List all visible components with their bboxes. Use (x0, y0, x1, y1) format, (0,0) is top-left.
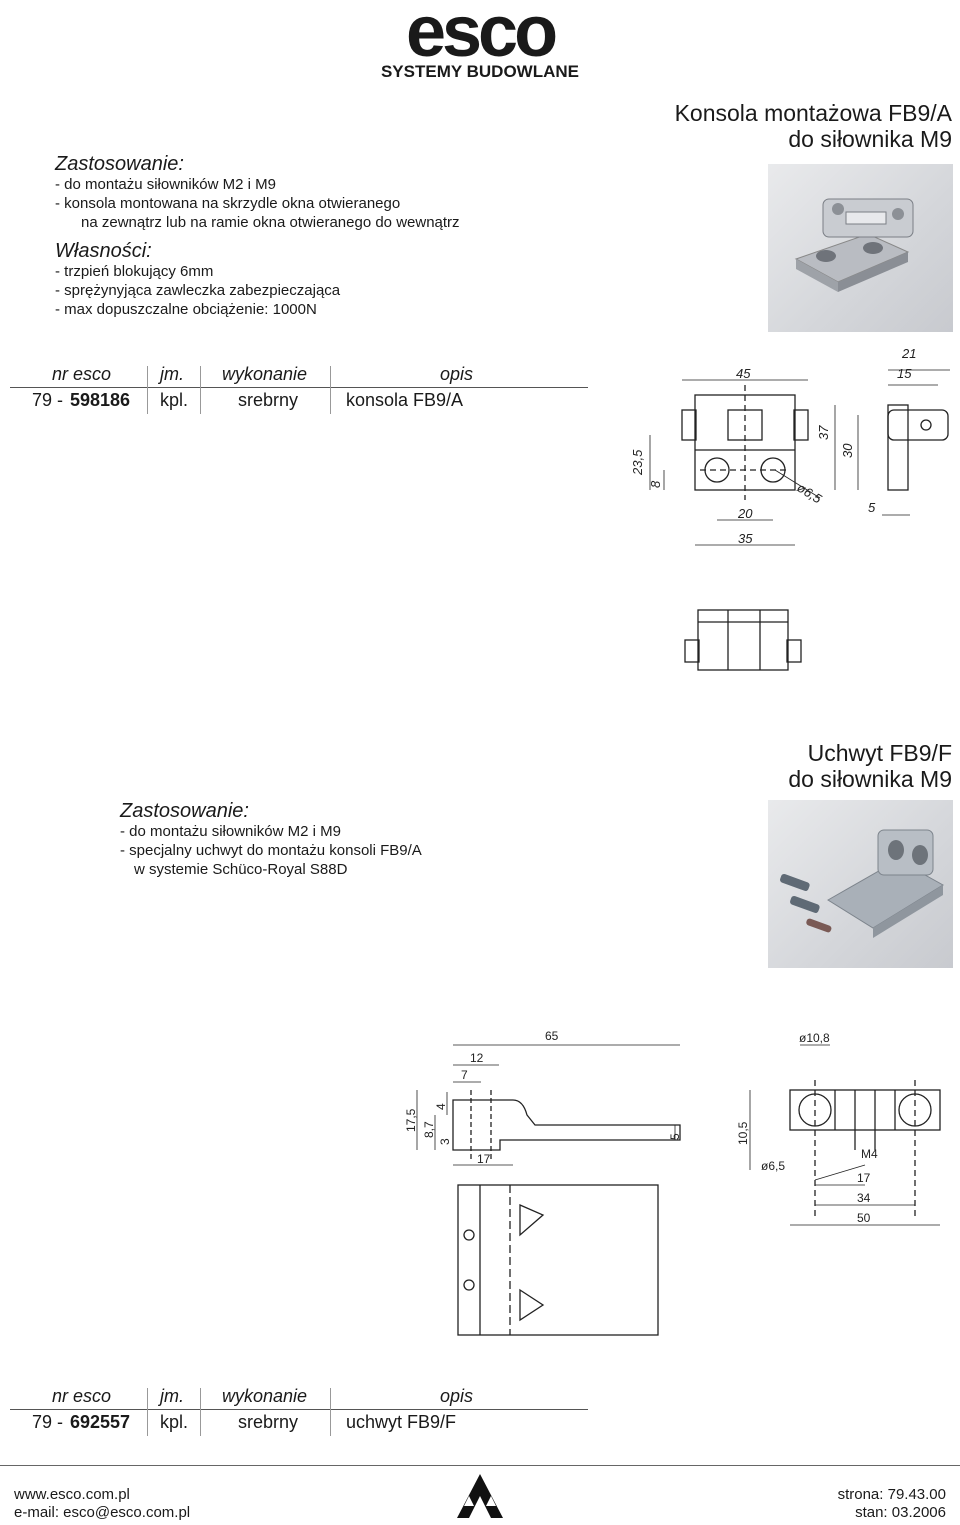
col-header-unit: jm. (160, 1386, 184, 1406)
product2-title: Uchwyt FB9/F do siłownika M9 (532, 740, 952, 792)
dim-label: 10,5 (736, 1121, 750, 1145)
col-header-code: nr esco (52, 364, 112, 384)
table-row: 79 - 598186 kpl. srebrny konsola FB9/A (0, 390, 560, 414)
dim-label: 65 (545, 1029, 559, 1043)
product1-properties-heading: Własności: (55, 240, 152, 262)
dim-label: ø10,8 (799, 1031, 830, 1045)
product2-technical-drawing: 65 12 7 17,5 8,7 4 3 17 5 ø10,8 10,5 ø6,… (404, 1029, 941, 1336)
col-header-finish: wykonanie (222, 364, 308, 384)
col-header-unit: jm. (160, 364, 184, 384)
dim-label: 3 (438, 1138, 452, 1145)
product1-photo (768, 164, 953, 332)
footer-website-link[interactable]: www.esco.com.pl (14, 1486, 130, 1503)
product1-title-line1: Konsola montażowa FB9/A (674, 100, 952, 126)
product1-title-line2: do siłownika M9 (788, 126, 952, 152)
table-divider (330, 366, 331, 414)
list-item: - do montażu siłowników M2 i M9 (120, 823, 341, 840)
console-photo-illustration (794, 198, 914, 292)
dim-label: 17 (857, 1171, 871, 1185)
table-row: 79 - 692557 kpl. srebrny uchwyt FB9/F (0, 1412, 560, 1436)
cell-description: konsola FB9/A (346, 390, 464, 410)
dim-label: 17,5 (404, 1108, 418, 1132)
dim-label: 23,5 (630, 449, 645, 476)
cell-description: uchwyt FB9/F (346, 1412, 457, 1432)
product1-technical-drawing: 45 21 15 37 30 23,5 8 ø6,5 20 35 5 (630, 346, 950, 671)
dim-label: 5 (668, 1133, 682, 1140)
list-item: w systemie Schüco-Royal S88D (134, 861, 348, 878)
footer-page-info: strona: 79.43.00 stan: 03.2006 (838, 1486, 946, 1522)
cell-article-number: 692557 (70, 1412, 131, 1432)
table-divider (10, 387, 588, 388)
product2-application-heading: Zastosowanie: (120, 800, 249, 822)
dim-label: 8,7 (422, 1121, 436, 1138)
cell-finish: srebrny (238, 1412, 299, 1432)
product1-properties-list: - trzpień blokujący 6mm - sprężynyjąca z… (55, 262, 555, 319)
dim-label: 37 (816, 425, 831, 440)
cell-article-number: 598186 (70, 390, 131, 410)
dim-label: 5 (868, 500, 876, 515)
dim-label: M4 (861, 1147, 878, 1161)
esco-triangle-icon (457, 1474, 503, 1518)
product1-order-table: nr esco jm. wykonanie opis 79 - 598186 k… (0, 364, 590, 420)
product1-application-heading: Zastosowanie: (55, 153, 184, 175)
dim-label: 7 (461, 1068, 468, 1082)
table-divider (10, 1409, 588, 1410)
footer-contact: www.esco.com.pl e-mail: esco@esco.com.pl (14, 1486, 190, 1522)
table-divider (200, 366, 201, 414)
bracket-photo-illustration (780, 829, 944, 938)
cell-unit: kpl. (160, 1412, 189, 1432)
product2-order-table: nr esco jm. wykonanie opis 79 - 692557 k… (0, 1386, 590, 1442)
list-item: - konsola montowana na skrzydle okna otw… (55, 195, 401, 212)
dim-label: ø6,5 (794, 480, 825, 507)
product2-application-list: - do montażu siłowników M2 i M9 - specja… (120, 822, 600, 879)
list-item: - trzpień blokujący 6mm (55, 263, 214, 280)
cell-unit: kpl. (160, 390, 189, 410)
list-item: na zewnątrz lub na ramie okna otwieraneg… (81, 214, 460, 231)
product2-description: Zastosowanie: - do montażu siłowników M2… (120, 800, 600, 879)
product2-photo (768, 800, 953, 968)
dim-label: 12 (470, 1051, 484, 1065)
footer-email-link[interactable]: e-mail: esco@esco.com.pl (14, 1504, 191, 1521)
cell-finish: srebrny (238, 390, 299, 410)
brand-logo: esco SYSTEMY BUDOWLANE (380, 0, 580, 82)
list-item: - specjalny uchwyt do montażu konsoli FB… (120, 842, 422, 859)
dim-label: 21 (901, 346, 916, 361)
product2-title-line1: Uchwyt FB9/F (807, 740, 952, 766)
list-item: - do montażu siłowników M2 i M9 (55, 176, 276, 193)
cell-prefix: 79 - (32, 1412, 64, 1432)
cell-prefix: 79 - (32, 390, 64, 410)
dim-label: 4 (434, 1103, 448, 1110)
product1-application-list: - do montażu siłowników M2 i M9 - konsol… (55, 175, 555, 232)
col-header-code: nr esco (52, 1386, 112, 1406)
dim-label: 15 (897, 366, 912, 381)
dim-label: 20 (737, 506, 753, 521)
table-divider (200, 1388, 201, 1436)
dim-label: 50 (857, 1211, 871, 1225)
brand-tagline: SYSTEMY BUDOWLANE (380, 62, 580, 81)
dim-label: 35 (738, 531, 753, 546)
list-item: - max dopuszczalne obciążenie: 1000N (55, 301, 317, 318)
brand-name: esco (405, 0, 558, 72)
dim-label: 34 (857, 1191, 871, 1205)
table-header: nr esco jm. wykonanie opis (0, 1386, 560, 1410)
col-header-description: opis (440, 1386, 474, 1406)
product1-title: Konsola montażowa FB9/A do siłownika M9 (532, 100, 952, 152)
table-divider (147, 366, 148, 414)
footer-status-date: stan: 03.2006 (855, 1504, 946, 1521)
table-divider (330, 1388, 331, 1436)
product1-description: Zastosowanie: - do montażu siłowników M2… (55, 153, 555, 319)
dim-label: 30 (840, 443, 855, 458)
list-item: - sprężynyjąca zawleczka zabezpieczająca (55, 282, 341, 299)
col-header-description: opis (440, 364, 474, 384)
dim-label: ø6,5 (761, 1159, 785, 1173)
table-header: nr esco jm. wykonanie opis (0, 364, 560, 388)
dim-label: 45 (736, 366, 751, 381)
dim-label: 17 (477, 1152, 491, 1166)
product2-title-line2: do siłownika M9 (788, 766, 952, 792)
col-header-finish: wykonanie (222, 1386, 308, 1406)
table-divider (147, 1388, 148, 1436)
footer-rule (0, 1465, 960, 1466)
dim-label: 8 (648, 480, 663, 488)
footer-page-number: strona: 79.43.00 (837, 1486, 946, 1503)
